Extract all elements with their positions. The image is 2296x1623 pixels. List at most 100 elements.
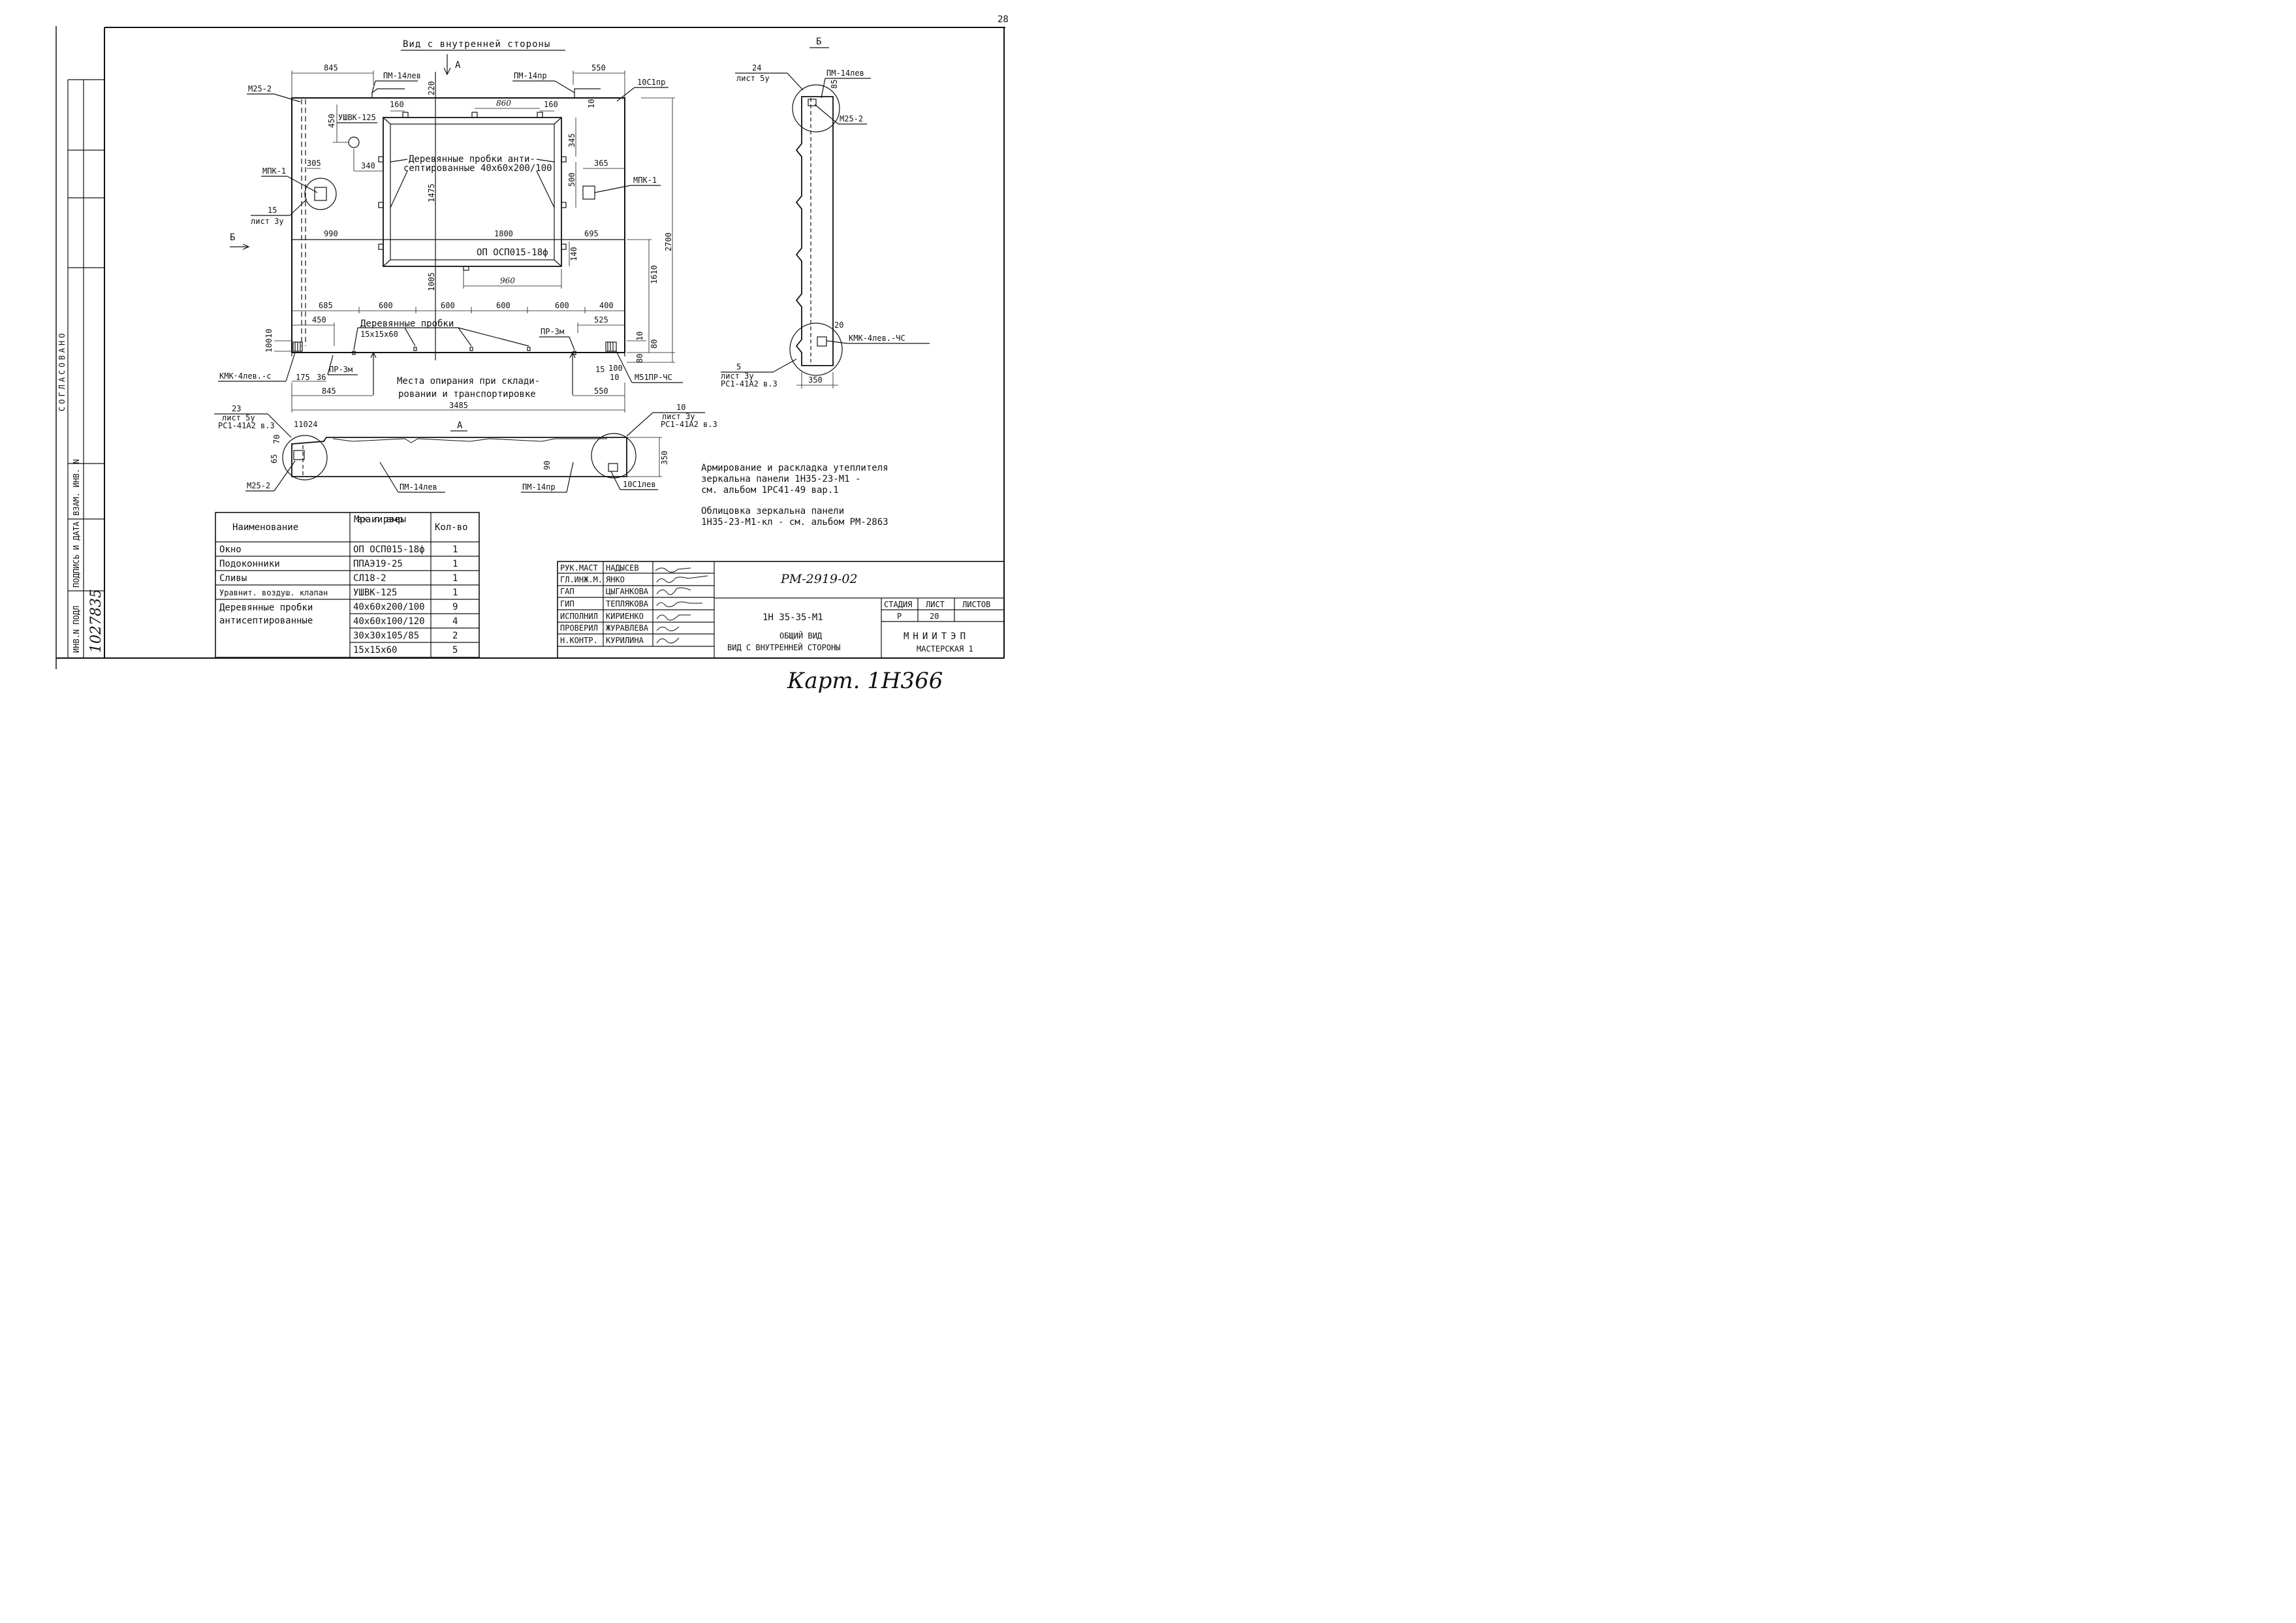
spec-plugs-1-mark: 40х60х200/100 <box>353 602 425 612</box>
dim-365: 365 <box>594 159 608 168</box>
dim-15: 15 <box>595 365 605 374</box>
section-a-pm14lev: ПМ-14лев <box>400 482 437 492</box>
role-1: РУК.МАСТ <box>560 563 598 573</box>
window-outer <box>383 117 562 267</box>
section-b-profile <box>795 96 834 366</box>
dim-100: 100 <box>264 338 274 353</box>
dim-500: 500 <box>567 172 576 187</box>
dim-175: 175 <box>296 373 310 382</box>
doc-code: РМ-2919-02 <box>780 572 858 586</box>
spec-row-3-mark: СЛ18-2 <box>353 573 386 584</box>
person-3: ЦЫГАНКОВА <box>606 587 649 596</box>
note-line-1: Армирование и раскладка утеплителя <box>701 463 889 473</box>
section-a-d24: 24 <box>308 420 317 429</box>
stamp-col-replace: ВЗАМ. ИНВ. N <box>72 459 81 516</box>
section-a-ref-left-b: лист 5у <box>222 413 255 422</box>
dim-345: 345 <box>567 133 576 148</box>
supports-line2: ровании и транспортировке <box>398 389 536 400</box>
section-a-d70: 70 <box>272 435 281 444</box>
dim-450: 450 <box>327 114 336 128</box>
spec-plugs-2-qty: 4 <box>452 616 458 627</box>
window-mark: ОП ОСП015-18ф <box>477 247 548 258</box>
stamp-col-inv: ИНВ.N ПОДЛ <box>72 606 81 653</box>
note-line-2: зеркальна панели 1Н35-23-М1 - <box>701 474 860 484</box>
dim-305: 305 <box>307 159 321 168</box>
section-a-d65: 65 <box>270 454 279 464</box>
spec-row-1-name: Окно <box>219 544 242 555</box>
dim-525: 525 <box>594 315 608 324</box>
dim-550-top: 550 <box>591 63 606 72</box>
spec-row-3-qty: 1 <box>452 573 458 584</box>
section-b-d350: 350 <box>808 375 823 385</box>
section-b-bottom-detail <box>789 323 843 376</box>
stage-header: СТАДИЯ <box>884 600 912 609</box>
dim-340: 340 <box>361 161 375 170</box>
section-a-d350: 350 <box>660 450 669 465</box>
spec-row-1-qty: 1 <box>452 544 458 555</box>
window-plugs-line1: Деревянные пробки анти- <box>409 154 535 165</box>
role-6: ПРОВЕРИЛ <box>560 623 598 633</box>
hand-note: Карт. 1Н366 <box>787 668 943 694</box>
dim-160a: 160 <box>390 100 404 109</box>
dim-80b: 80 <box>635 354 644 363</box>
pr3m-left-label: ПР-3м <box>329 365 353 374</box>
note-line-6: 1Н35-23-М1-кл - см. альбом РМ-2863 <box>701 517 889 528</box>
section-b-top-detail <box>792 84 840 133</box>
dim-990: 990 <box>324 229 338 238</box>
spec-row-4-qty: 1 <box>452 588 458 598</box>
dim-160b: 160 <box>544 100 558 109</box>
drawing-sheet: 28 СОГЛАСОВАНО ИНВ.N ПОДЛ ПОДПИСЬ И ДАТА… <box>55 14 1009 694</box>
pr3m-right-label: ПР-3м <box>541 327 564 336</box>
sheets-header: ЛИСТОВ <box>962 600 990 609</box>
spec-row-4-name: Уравнит. воздуш. клапан <box>219 588 328 597</box>
c10pr-label: 10С1пр <box>637 78 665 87</box>
dim-220: 220 <box>427 81 436 95</box>
section-a-pm14pr: ПМ-14пр <box>522 482 556 492</box>
panel-outline <box>291 97 625 353</box>
inv-number: 1027835 <box>88 589 104 653</box>
dim-2700: 2700 <box>664 232 673 251</box>
spec-row-4-mark: УШВК-125 <box>353 588 397 598</box>
section-a-title: А <box>457 420 463 431</box>
dim-550-bot: 550 <box>594 386 608 396</box>
section-b: Б 24 лист 5у ПМ-14лев 85 М25-2 20 КМК-4л… <box>721 37 930 388</box>
spec-plugs-3-mark: 30х30х105/85 <box>353 631 419 641</box>
person-6: ЖУРАВЛЕВА <box>606 623 649 633</box>
dim-10b: 10 <box>264 329 274 338</box>
section-a: А 23 лист 5у РС1-41А2 в.3 10 лист 3у РС1… <box>214 403 717 493</box>
dim-10: 10 <box>587 99 596 108</box>
window-inner <box>390 123 555 260</box>
dim-100b: 100 <box>608 364 623 373</box>
person-4: ТЕПЛЯКОВА <box>606 599 649 608</box>
mpk-left-label: МПК-1 <box>262 166 286 176</box>
person-5: КИРИЕНКО <box>606 612 644 621</box>
dim-10c: 10 <box>635 332 644 341</box>
section-a-d90: 90 <box>543 461 552 470</box>
front-dims <box>274 71 675 413</box>
role-3: ГАП <box>560 587 574 596</box>
m25-label: М25-2 <box>248 84 272 93</box>
stamp-col-sign: ПОДПИСЬ И ДАТА <box>72 521 81 588</box>
dim-10d: 10 <box>610 373 619 382</box>
sheet-header: ЛИСТ <box>926 600 945 609</box>
dim-1475: 1475 <box>427 183 436 202</box>
mpk-right-label: МПК-1 <box>633 176 657 185</box>
section-a-ref-right-a: 10 <box>676 403 685 412</box>
dim-3485: 3485 <box>449 401 468 410</box>
section-b-ref-bot-a: 5 <box>736 362 741 371</box>
section-b-ref-b: лист 5у <box>736 74 770 83</box>
spec-plugs-name-2: антисептированные <box>219 616 313 626</box>
dim-600b: 600 <box>441 301 455 310</box>
dim-695: 695 <box>584 229 599 238</box>
spec-header-mark: Марка или размеры <box>354 514 406 525</box>
spec-plugs-3-qty: 2 <box>452 631 458 641</box>
section-b-d20: 20 <box>834 321 843 330</box>
pm14pr-label: ПМ-14пр <box>514 71 547 80</box>
plugs2-line1: Деревянные пробки <box>360 319 454 329</box>
dim-600d: 600 <box>555 301 569 310</box>
side-stamp: СОГЛАСОВАНО ИНВ.N ПОДЛ ПОДПИСЬ И ДАТА ВЗ… <box>57 79 104 658</box>
m51-icon <box>605 341 617 352</box>
dim-685: 685 <box>319 301 333 310</box>
person-1: НАДЫСЕВ <box>606 563 639 573</box>
dim-845-bot: 845 <box>322 386 336 396</box>
